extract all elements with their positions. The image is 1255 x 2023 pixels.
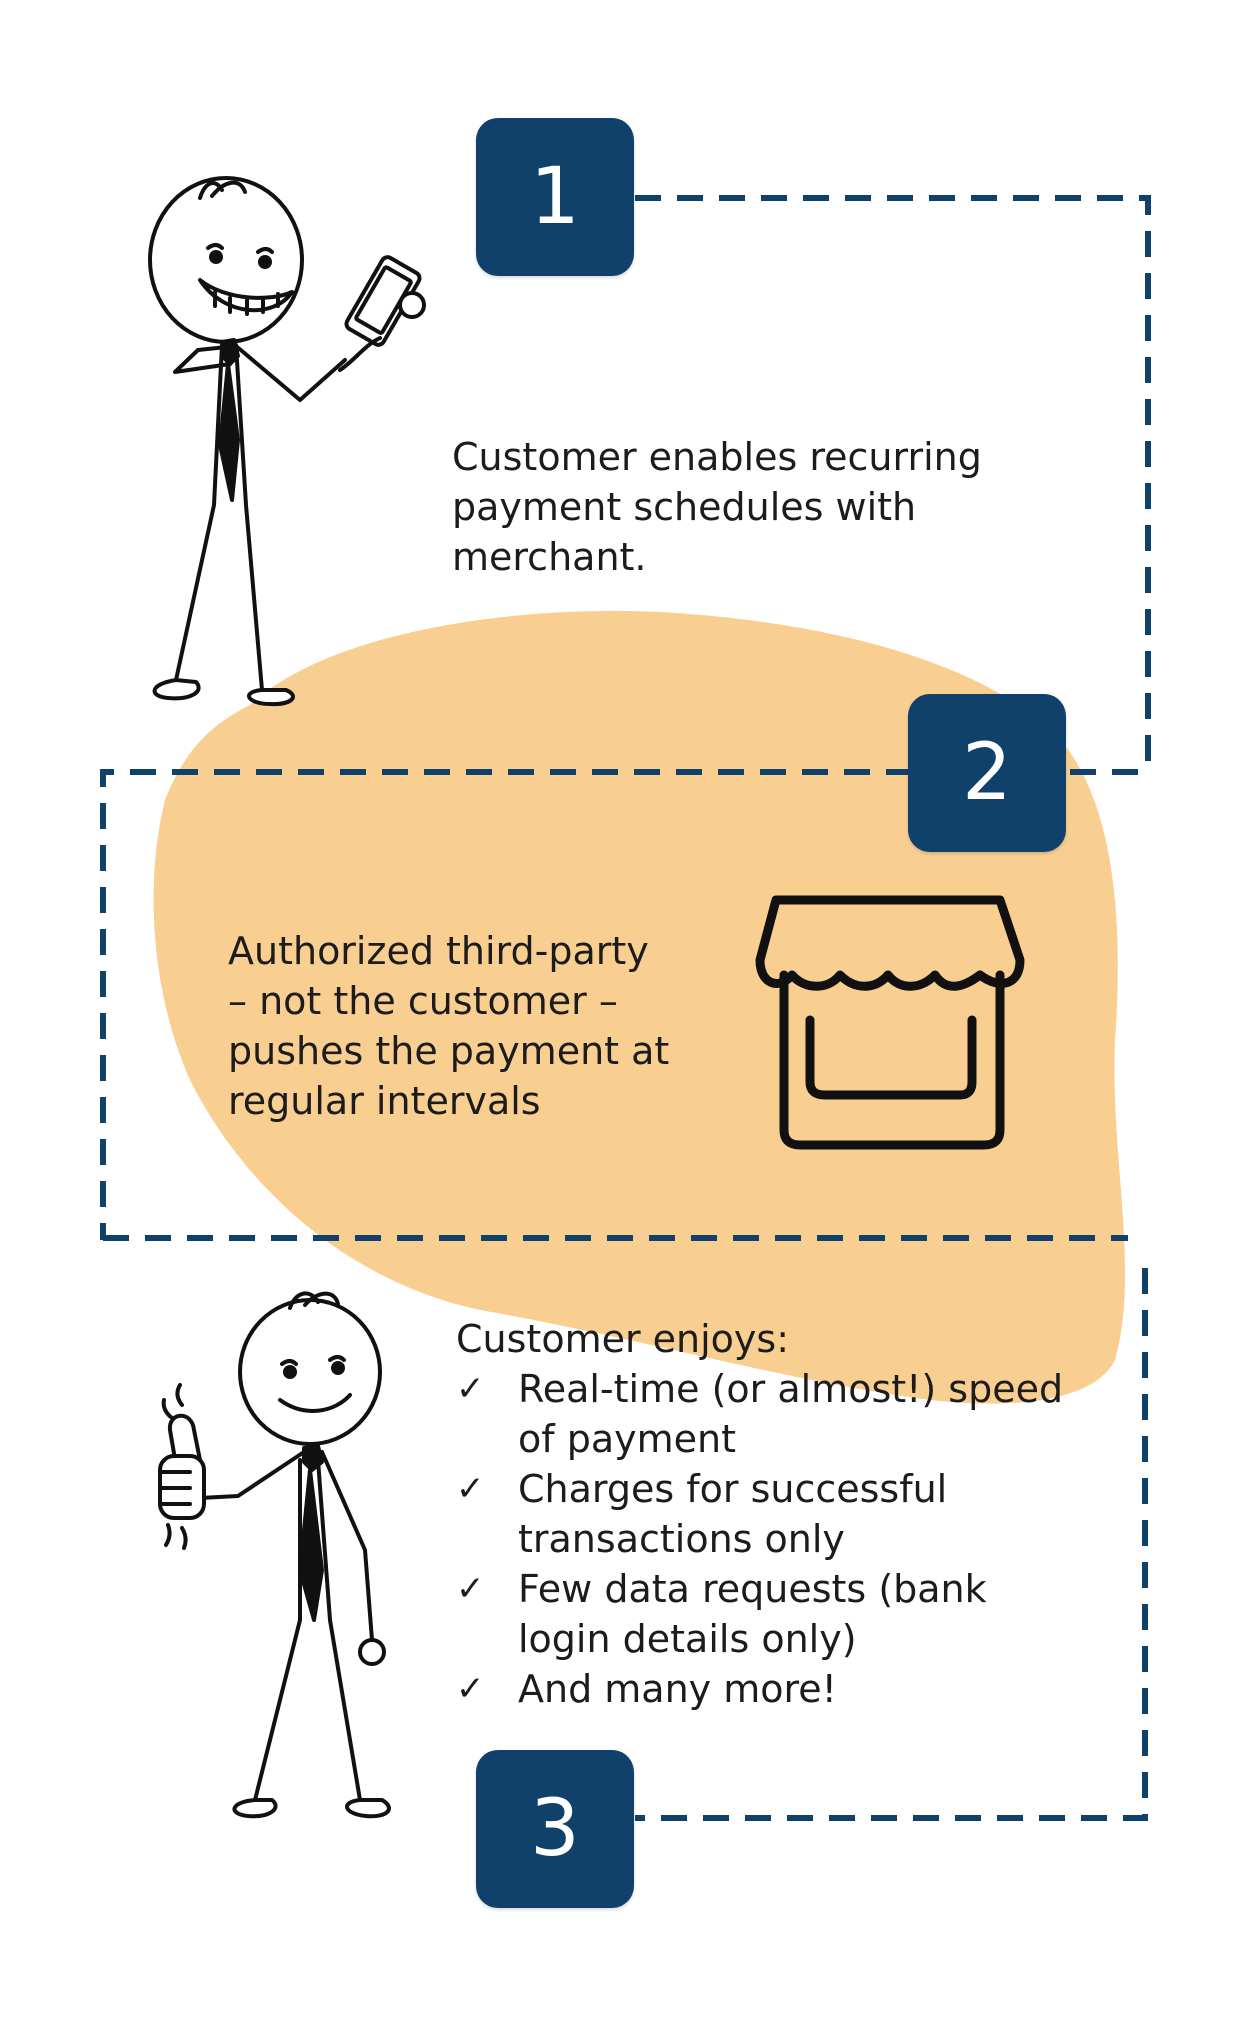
list-item: ✓ Charges for successful transactions on…	[456, 1464, 1176, 1564]
step-1-line: Customer enables recurring	[452, 435, 982, 479]
list-item: ✓ Few data requests (bank login details …	[456, 1564, 1176, 1664]
bullet-line: Charges for successful	[518, 1467, 948, 1511]
step-2-line: Authorized third-party	[228, 929, 649, 973]
step-1-line: payment schedules with	[452, 485, 917, 529]
bullet-line: Real-time (or almost!) speed	[518, 1367, 1064, 1411]
check-icon: ✓	[456, 1469, 485, 1509]
step-1-badge: 1	[476, 118, 634, 276]
check-icon: ✓	[456, 1669, 485, 1709]
connector-1-2	[635, 195, 1151, 772]
bullet-line: login details only)	[518, 1617, 857, 1661]
benefits-list: ✓ Real-time (or almost!) speed of paymen…	[456, 1364, 1176, 1714]
step-3-text: Customer enjoys: ✓ Real-time (or almost!…	[456, 1314, 1176, 1714]
step-3-badge: 3	[476, 1750, 634, 1908]
list-item: ✓ And many more!	[456, 1664, 1176, 1714]
check-icon: ✓	[456, 1569, 485, 1609]
phone-icon	[338, 255, 426, 372]
connector-3	[635, 1268, 1148, 1821]
list-item: ✓ Real-time (or almost!) speed of paymen…	[456, 1364, 1176, 1464]
connector-2-left	[100, 769, 912, 1240]
step-2-line: – not the customer –	[228, 979, 618, 1023]
bullet-line: of payment	[518, 1417, 736, 1461]
step-1-line: merchant.	[452, 535, 647, 579]
step-2-line: pushes the payment at	[228, 1029, 670, 1073]
step-2-line: regular intervals	[228, 1079, 541, 1123]
step-3-heading: Customer enjoys:	[456, 1317, 790, 1361]
blob-shape	[153, 610, 1126, 1404]
step-1-text: Customer enables recurring payment sched…	[452, 432, 982, 582]
bullet-line: Few data requests (bank	[518, 1567, 987, 1611]
step-2-text: Authorized third-party – not the custome…	[228, 926, 669, 1126]
thumbs-up-icon	[158, 1383, 206, 1550]
check-icon: ✓	[456, 1369, 485, 1409]
bullet-line: transactions only	[518, 1517, 845, 1561]
step-2-badge: 2	[908, 694, 1066, 852]
bullet-line: And many more!	[518, 1667, 837, 1711]
